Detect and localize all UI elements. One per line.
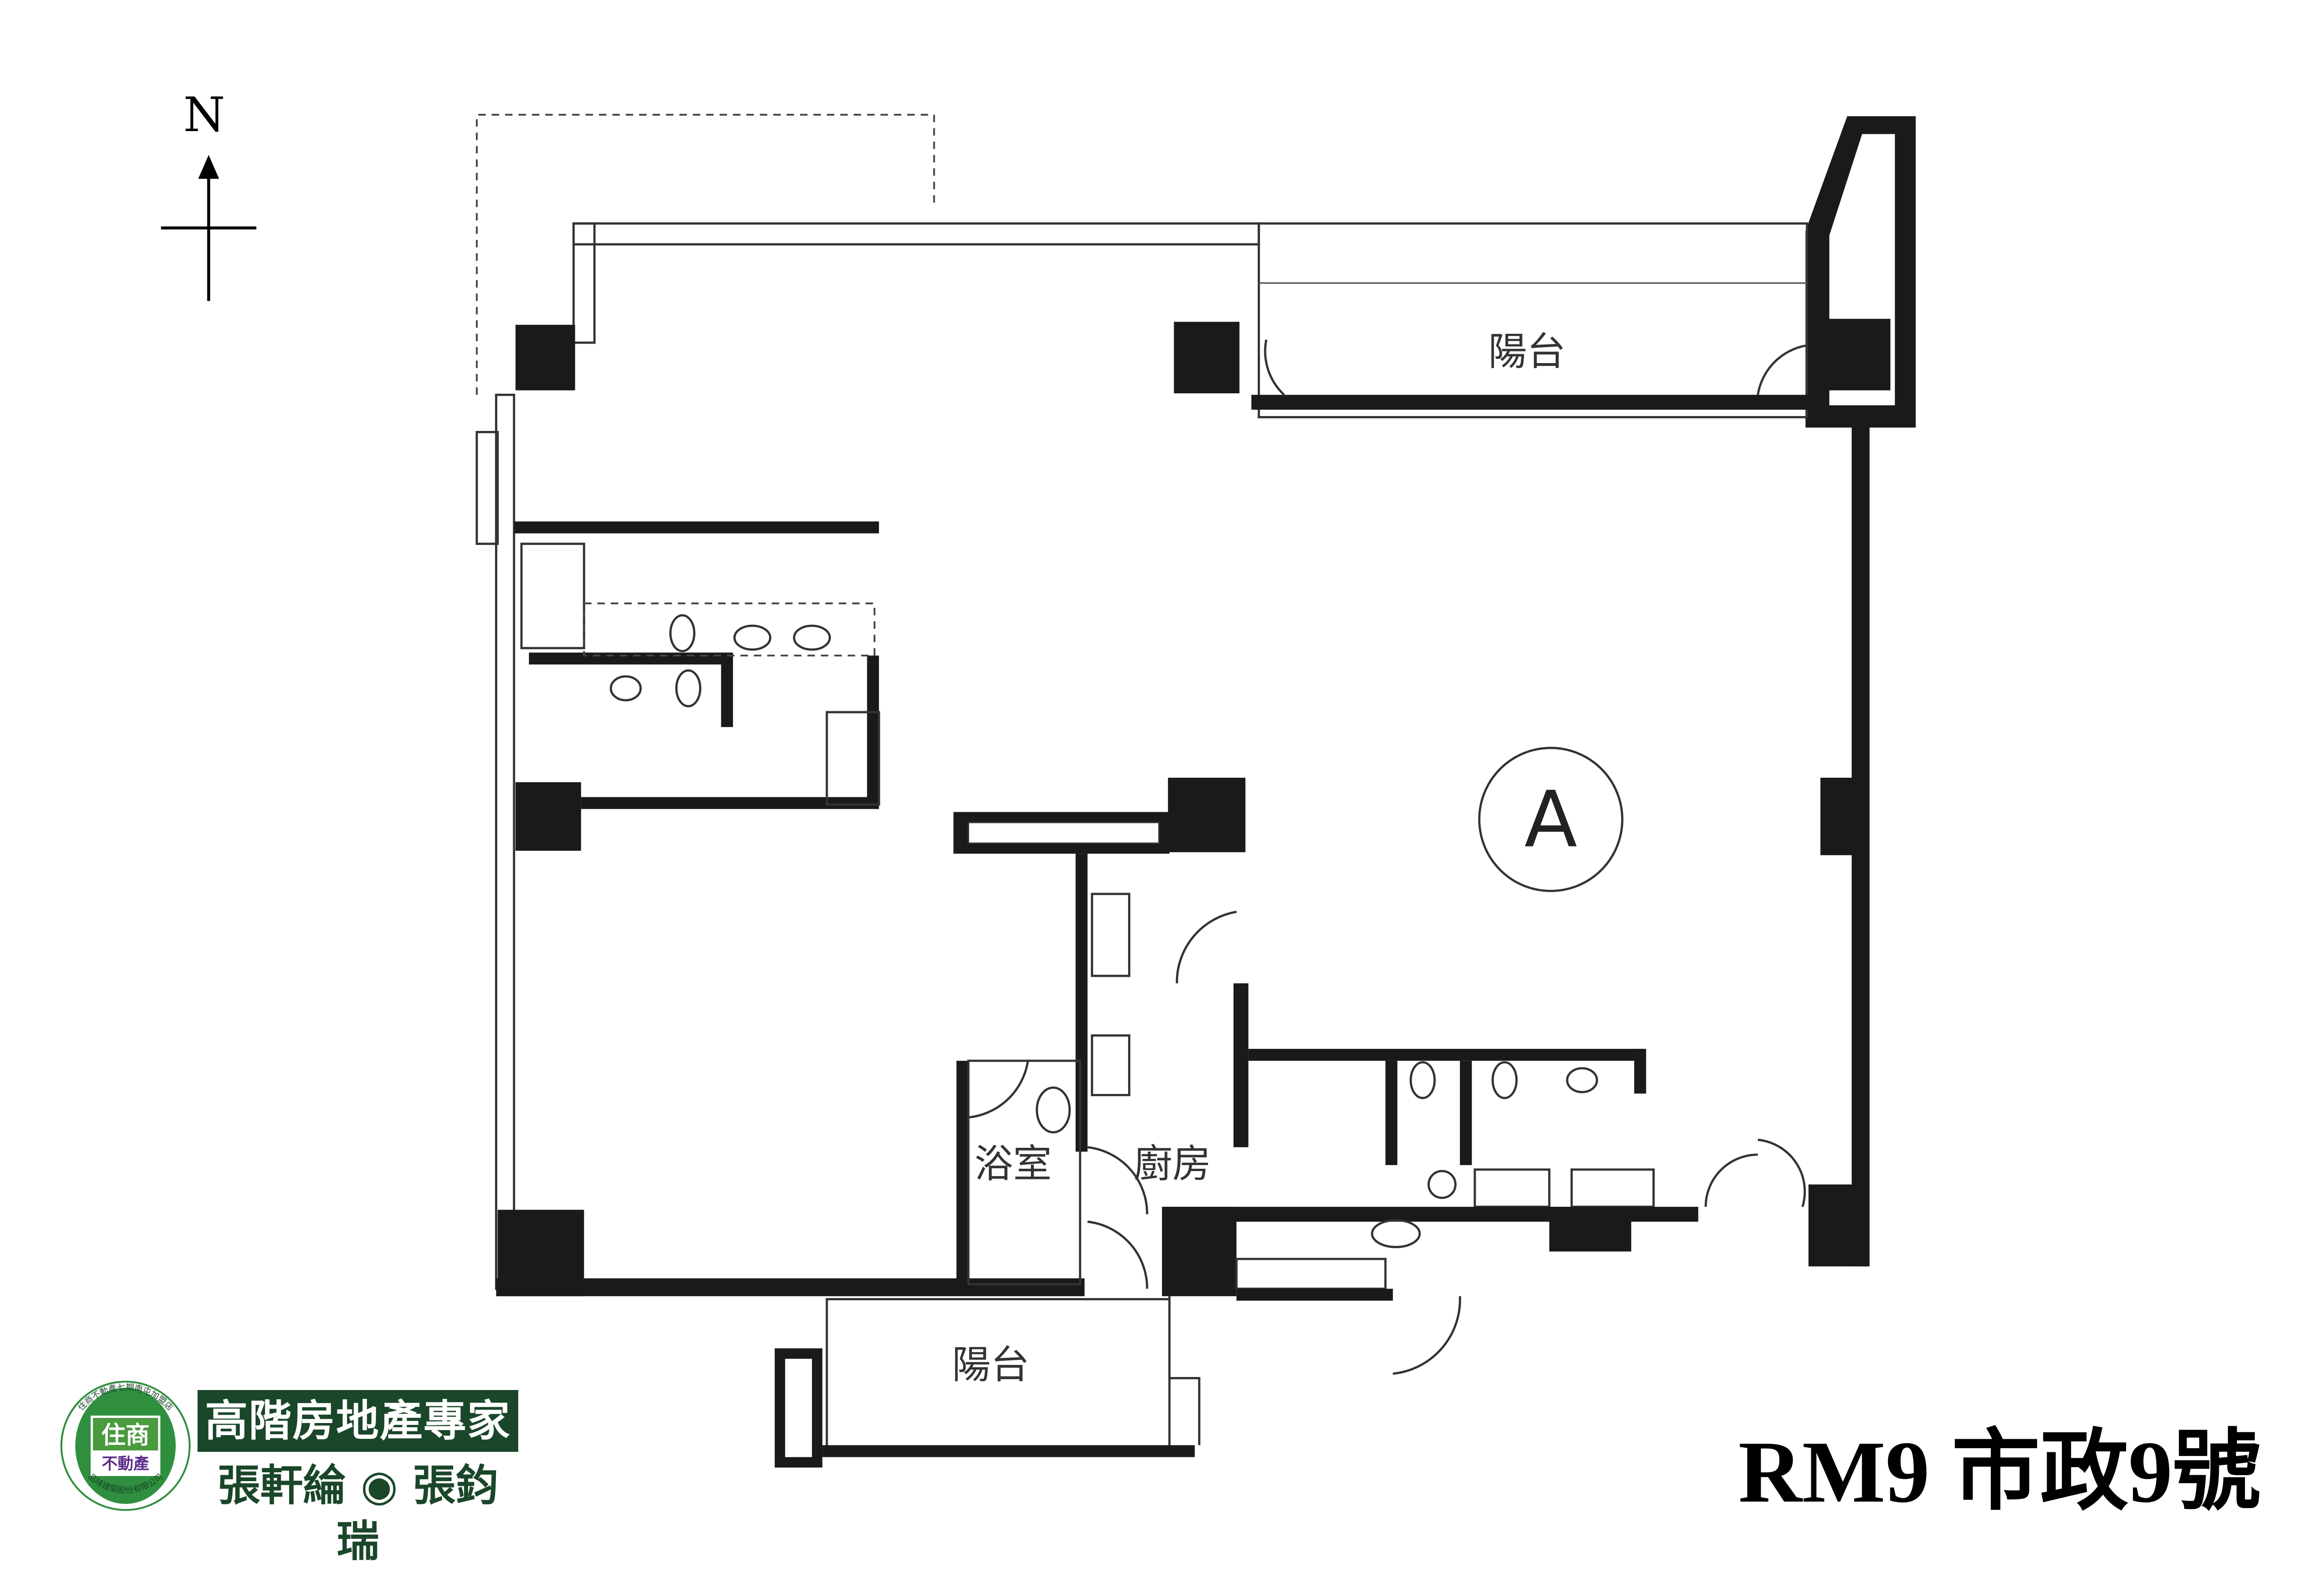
projection-outline [475,113,935,395]
company-seal-logo: 住商 不動產 住商不動產七期南屯加盟店 品味建築股份有限公司 [56,1376,195,1516]
room-label-balcony-north: 陽台 [1488,329,1566,374]
north-arrow-icon: N [161,87,257,301]
room-label-kitchen: 廚房 [1134,1141,1211,1186]
seal-sub: 不動產 [102,1455,149,1473]
seal-brand: 住商 [101,1422,150,1450]
room-label-balcony-south: 陽台 [952,1342,1030,1387]
property-title: RM9 市政9號 [1738,1423,2261,1521]
unit-label: A [1524,775,1577,865]
walls [475,116,1916,1468]
agent-names: 張軒綸 ◉ 張鈞瑞 [217,1460,499,1566]
unit-marker: A [1478,747,1624,892]
tagline-banner: 高階房地產專家 [198,1390,518,1452]
compass-label: N [183,87,225,143]
room-label-bathroom: 浴室 [974,1141,1052,1186]
